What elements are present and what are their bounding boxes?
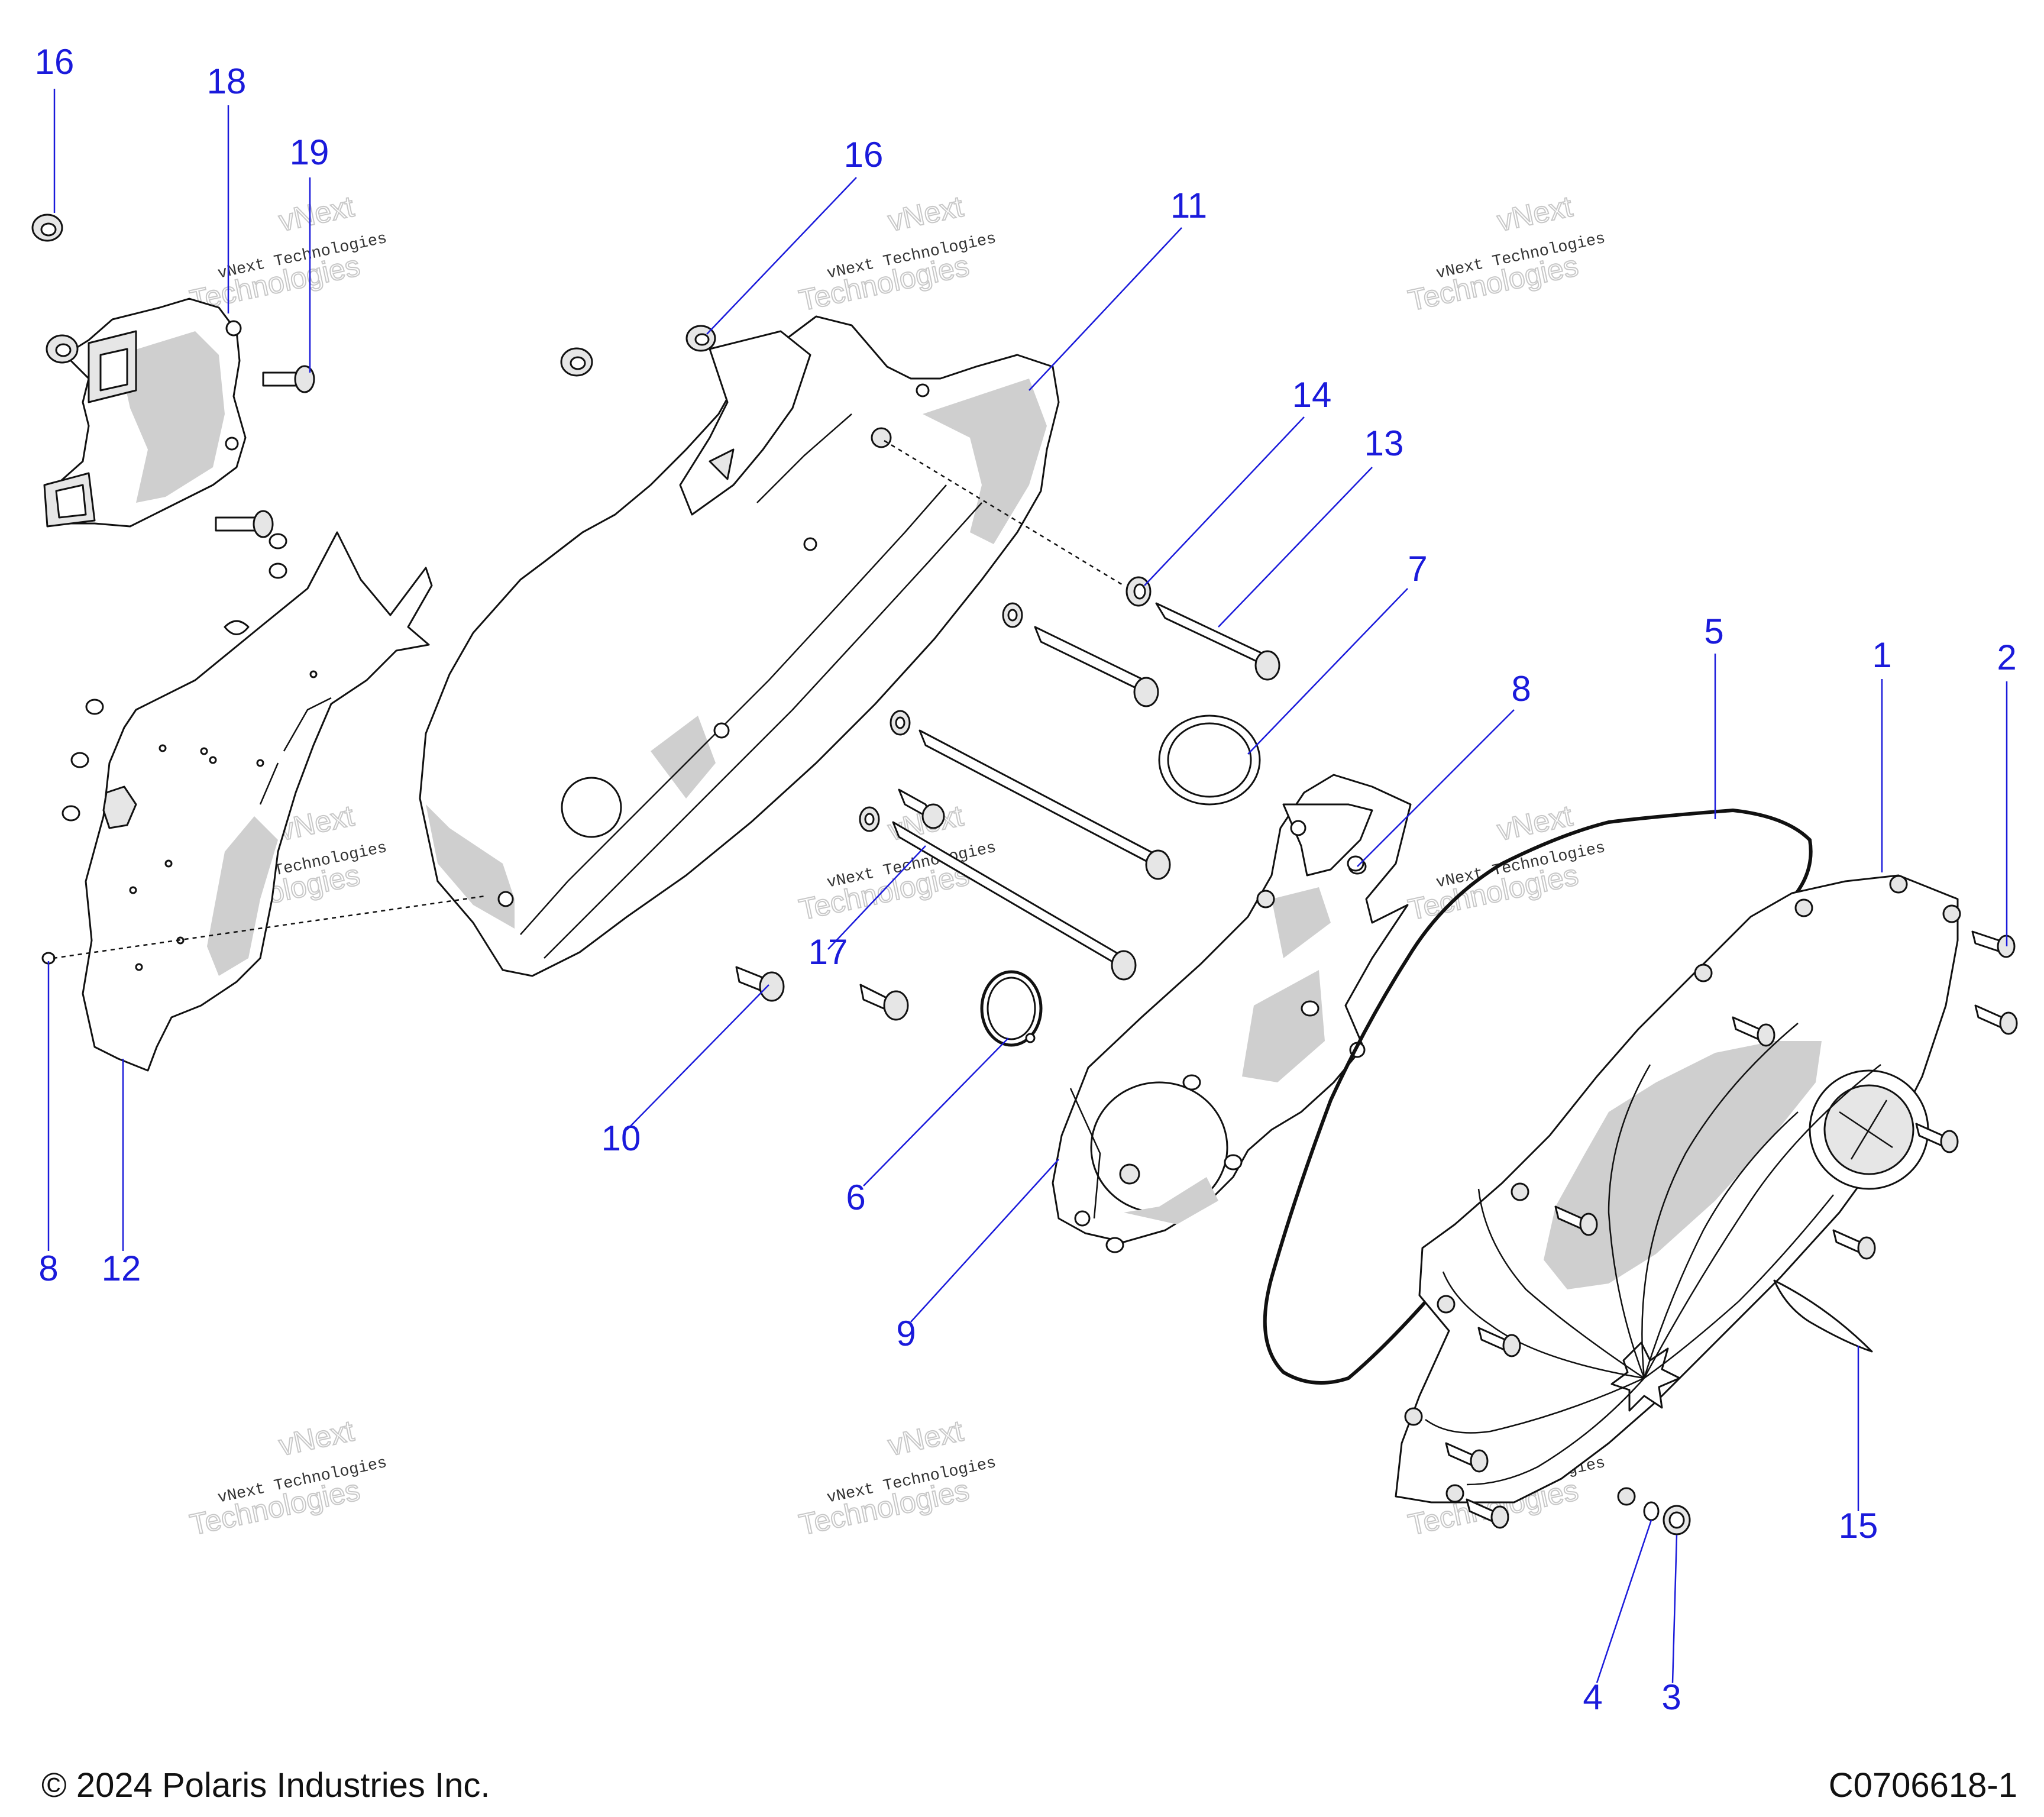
callout-17: 17 xyxy=(808,932,848,972)
callout-19: 19 xyxy=(290,132,329,172)
callout-13: 13 xyxy=(1364,423,1404,463)
part-15-decal xyxy=(1773,1279,1873,1353)
part-16-nut xyxy=(31,214,716,377)
part-8-screws xyxy=(1347,855,1364,872)
part-14-washer xyxy=(1126,576,1152,607)
callout-7: 7 xyxy=(1408,549,1427,589)
callout-9: 9 xyxy=(896,1314,916,1353)
callout-10: 10 xyxy=(601,1118,641,1158)
callout-16: 16 xyxy=(844,135,884,174)
watermark-vnext: vNext xyxy=(885,1414,966,1462)
callout-18: 18 xyxy=(207,62,247,101)
part-7-o-ring xyxy=(1158,714,1261,806)
outer-cover-ribs xyxy=(1425,1023,1881,1486)
leader-line-13 xyxy=(1218,467,1373,628)
leader-line-7 xyxy=(1247,588,1408,755)
watermark-vnext: vNext xyxy=(1495,190,1576,238)
callout-11: 11 xyxy=(1170,186,1207,225)
watermark-vnext: vNext xyxy=(276,190,357,238)
heat-shield-bolts xyxy=(41,510,287,965)
assembly-line-upper xyxy=(884,439,1124,587)
watermark-vnext: vNext xyxy=(276,1414,357,1462)
callout-8: 8 xyxy=(38,1249,58,1288)
part-13-bolt xyxy=(1155,602,1280,681)
watermark-vnext: vNext xyxy=(885,190,966,238)
callout-12: 12 xyxy=(102,1249,141,1288)
leader-line-16 xyxy=(706,177,857,335)
leader-line-11 xyxy=(1029,227,1182,391)
callout-1: 1 xyxy=(1872,635,1891,675)
copyright-notice: © 2024 Polaris Industries Inc. xyxy=(41,1766,490,1805)
part-6-seal-ring xyxy=(980,970,1043,1047)
outer-cover-bolts xyxy=(1445,930,2018,1529)
leader-line-8 xyxy=(1357,709,1515,867)
callout-14: 14 xyxy=(1292,375,1332,415)
part-4-o-ring xyxy=(1643,1501,1660,1521)
part-19-bolt xyxy=(262,365,315,393)
callout-3: 3 xyxy=(1661,1677,1681,1717)
callout-2: 2 xyxy=(1997,638,2016,677)
callout-8: 8 xyxy=(1511,669,1531,709)
leader-line-6 xyxy=(863,1037,1009,1186)
part-3-drain-plug xyxy=(1663,1505,1691,1535)
part-9-clutch-guard xyxy=(1052,774,1412,1243)
leader-line-4 xyxy=(1596,1519,1652,1683)
leader-line-14 xyxy=(1144,416,1305,586)
leader-line-3 xyxy=(1671,1534,1678,1683)
part-10-bolts xyxy=(735,966,909,1021)
callout-15: 15 xyxy=(1839,1506,1878,1546)
drawing-number: C0706618-1 xyxy=(1828,1766,2017,1805)
leader-lines xyxy=(47,89,2008,1683)
leader-line-9 xyxy=(910,1159,1059,1323)
callout-4: 4 xyxy=(1583,1677,1602,1717)
part-1-outer-cover xyxy=(1395,874,1961,1506)
leader-line-17 xyxy=(827,845,926,950)
assembly-line-left xyxy=(53,895,486,959)
callout-16: 16 xyxy=(35,42,75,82)
callout-5: 5 xyxy=(1704,612,1723,651)
part-18-bracket xyxy=(43,298,247,528)
outer-cover-bosses xyxy=(1404,875,1961,1506)
part-11-inner-cover xyxy=(419,315,1060,977)
heat-shield-holes xyxy=(129,670,318,971)
callout-6: 6 xyxy=(846,1178,865,1217)
watermark-vnext: vNext xyxy=(1495,799,1576,847)
leader-line-10 xyxy=(626,984,769,1130)
part-12-heat-shield xyxy=(82,531,433,1072)
long-bolts xyxy=(859,602,1171,981)
